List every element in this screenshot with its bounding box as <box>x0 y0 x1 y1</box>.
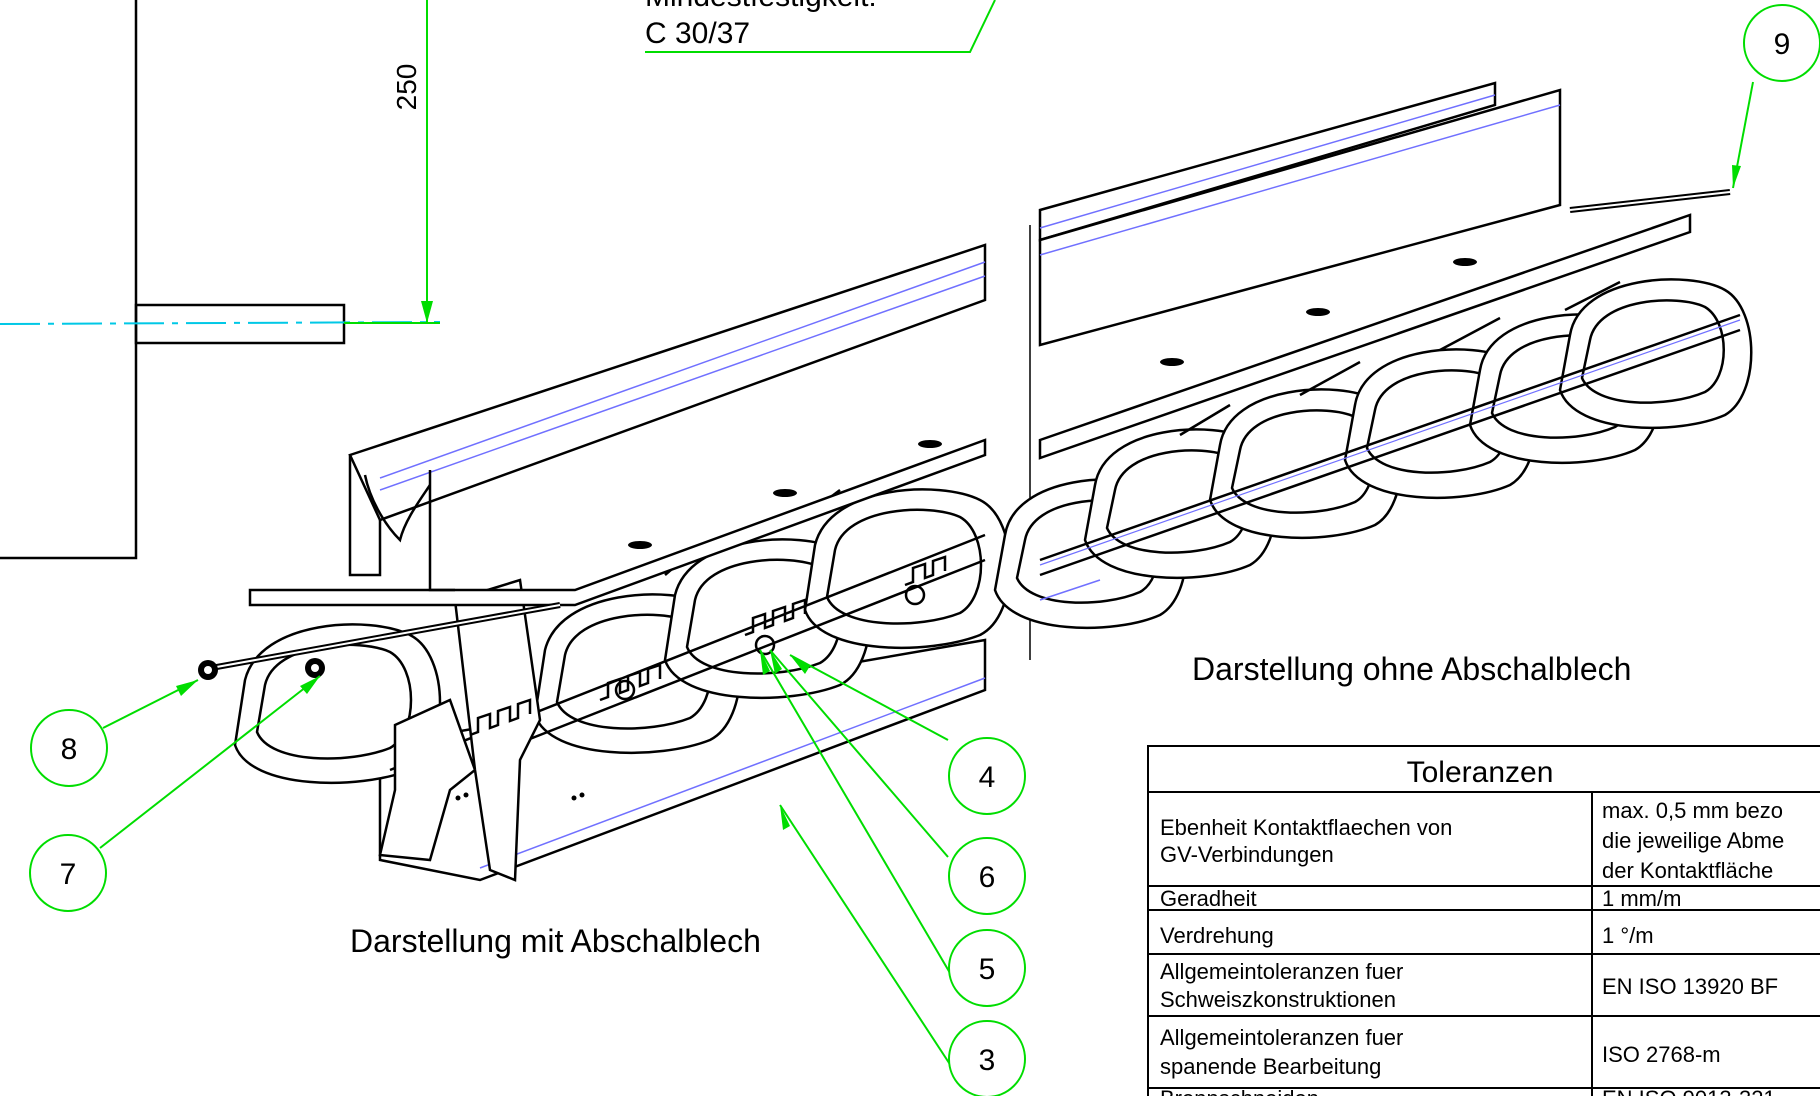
tolerance-row: Allgemeintoleranzen fuer spanende Bearbe… <box>1160 1025 1721 1079</box>
svg-text:5: 5 <box>979 953 996 986</box>
svg-text:7: 7 <box>60 858 77 891</box>
svg-text:9: 9 <box>1774 28 1791 61</box>
centerline <box>0 321 441 325</box>
note-line-2: C 30/37 <box>645 17 750 50</box>
upper-profile <box>348 243 987 522</box>
balloon-8: 8 <box>30 709 108 787</box>
svg-text:Schweiszkonstruktionen: Schweiszkonstruktionen <box>1160 987 1396 1012</box>
tolerance-row: Geradheit 1 mm/m <box>1160 886 1681 911</box>
svg-text:max. 0,5 mm bezo: max. 0,5 mm bezo <box>1602 798 1783 823</box>
view-without-formwork <box>993 81 1753 630</box>
svg-text:EN ISO 13920 BF: EN ISO 13920 BF <box>1602 974 1778 999</box>
svg-text:8: 8 <box>61 733 78 766</box>
caption-with-formwork: Darstellung mit Abschalblech <box>350 923 761 959</box>
tolerance-table: Toleranzen Ebenheit Kontaktflaechen von … <box>1147 745 1820 1096</box>
svg-text:Geradheit: Geradheit <box>1160 886 1257 911</box>
shear-connectors <box>469 555 947 737</box>
concrete-strength-note: Mindestfestigkeit: C 30/37 <box>645 0 996 53</box>
tolerance-title: Toleranzen <box>1407 756 1554 789</box>
tolerance-row: Verdrehung 1 °/m <box>1160 923 1654 948</box>
svg-text:3: 3 <box>979 1044 996 1077</box>
bottom-plate <box>378 638 987 882</box>
flange-plate-right <box>1038 213 1692 460</box>
tolerance-row: Brennschneiden EN ISO 9013-321 <box>1160 1086 1776 1096</box>
svg-text:1 mm/m: 1 mm/m <box>1602 886 1681 911</box>
caption-without-formwork: Darstellung ohne Abschalblech <box>1192 651 1631 687</box>
section-view: 250 <box>0 0 441 560</box>
leader-arrows <box>176 165 1741 830</box>
balloon-7: 7 <box>29 834 107 912</box>
note-leader <box>645 0 996 53</box>
svg-text:Allgemeintoleranzen fuer: Allgemeintoleranzen fuer <box>1160 1025 1403 1050</box>
balloon-9: 9 <box>1743 4 1820 82</box>
svg-text:Brennschneiden: Brennschneiden <box>1160 1086 1319 1096</box>
rod-nut-8 <box>198 660 218 680</box>
svg-text:6: 6 <box>979 861 996 894</box>
svg-text:ISO 2768-m: ISO 2768-m <box>1602 1042 1721 1067</box>
rod-nut-7 <box>305 658 325 678</box>
svg-text:Allgemeintoleranzen fuer: Allgemeintoleranzen fuer <box>1160 959 1403 984</box>
section-outline <box>0 0 138 560</box>
svg-text:Verdrehung: Verdrehung <box>1160 923 1274 948</box>
embedded-bar <box>134 303 346 345</box>
svg-text:GV-Verbindungen: GV-Verbindungen <box>1160 842 1334 867</box>
svg-text:Ebenheit Kontaktflaechen von: Ebenheit Kontaktflaechen von <box>1160 815 1452 840</box>
tolerance-row: Ebenheit Kontaktflaechen von GV-Verbindu… <box>1160 798 1784 883</box>
svg-text:EN ISO 9013-321: EN ISO 9013-321 <box>1602 1086 1776 1096</box>
balloon-4: 4 <box>948 737 1026 815</box>
leader-lines <box>99 81 1754 1073</box>
balloon-3: 3 <box>948 1020 1026 1096</box>
balloon-6: 6 <box>948 837 1026 915</box>
formwork-plate-1 <box>378 698 477 862</box>
svg-text:spanende Bearbeitung: spanende Bearbeitung <box>1160 1054 1381 1079</box>
balloon-5: 5 <box>948 929 1026 1007</box>
svg-text:1 °/m: 1 °/m <box>1602 923 1654 948</box>
clip-profile <box>363 474 432 543</box>
view-with-formwork <box>198 243 1012 882</box>
flange-plate <box>248 438 987 607</box>
tolerance-row: Allgemeintoleranzen fuer Schweiszkonstru… <box>1160 959 1778 1012</box>
svg-text:4: 4 <box>979 761 996 794</box>
dimension-value: 250 <box>391 64 422 111</box>
svg-text:der Kontaktfläche: der Kontaktfläche <box>1602 858 1773 883</box>
dimension-arrow <box>421 301 433 323</box>
note-line-1: Mindestfestigkeit: <box>645 0 877 13</box>
svg-text:die jeweilige Abme: die jeweilige Abme <box>1602 828 1784 853</box>
